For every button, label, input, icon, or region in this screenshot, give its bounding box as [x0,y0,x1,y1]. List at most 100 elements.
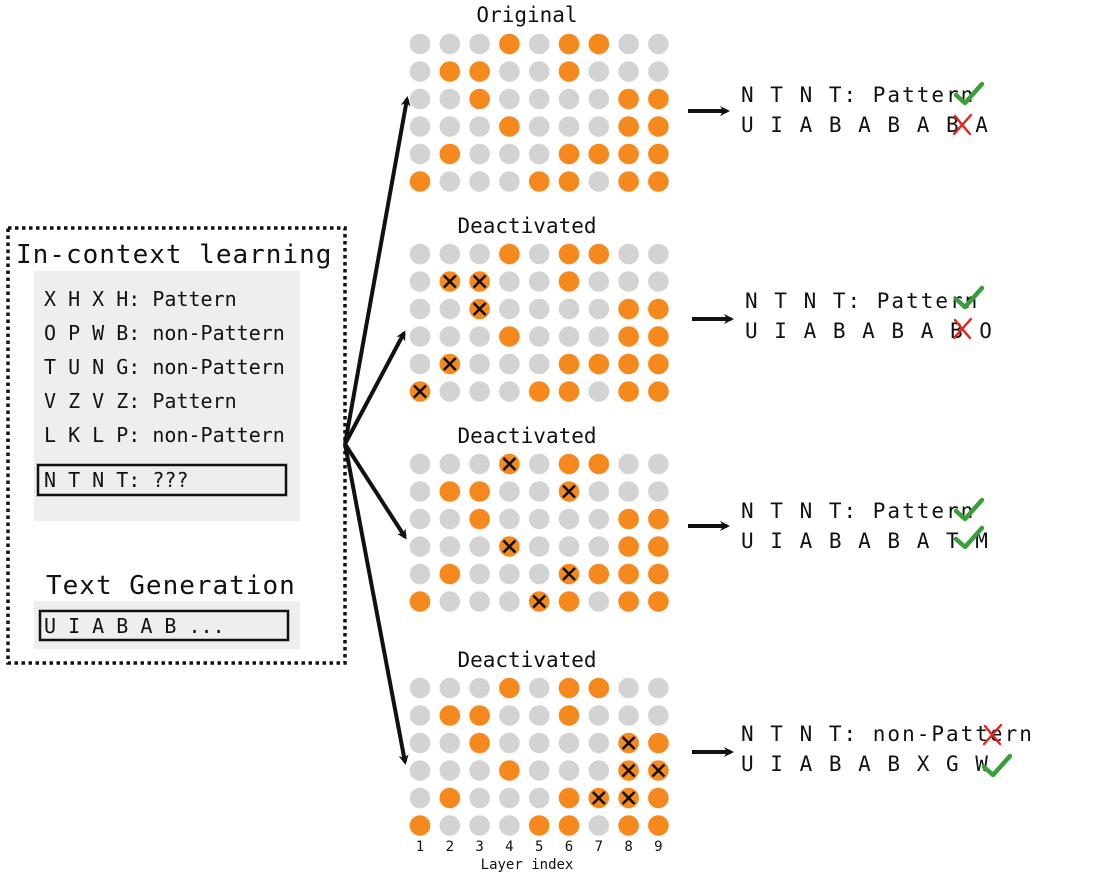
neuron-inactive [588,591,610,612]
neuron-inactive [558,326,580,347]
neuron-inactive [558,536,580,557]
left-panel: In-context learning X H X H: Pattern O P… [6,226,347,665]
neuron-active [469,88,490,110]
neuron-inactive [499,787,520,809]
neuron-inactive [439,591,461,612]
neuron-inactive [618,243,639,265]
neuron-inactive [439,536,461,557]
neuron-active [558,453,580,475]
neuron-inactive [439,88,461,110]
neuron-inactive [469,591,490,612]
neuron-active [499,116,520,137]
layer-tick: 2 [446,839,454,855]
neuron-inactive [588,481,610,502]
neuron-inactive [618,705,639,726]
neuron-inactive [588,326,610,347]
gen-title: Text Generation [46,571,296,601]
neuron-inactive [499,61,520,82]
neuron-active [588,143,610,165]
deactivated-mark [621,791,636,805]
neuron-inactive [469,563,490,585]
arrow-to-deactivated-1 [343,330,406,445]
neuron-active [558,61,580,82]
neuron-inactive [528,760,550,781]
neuron-inactive [618,61,639,82]
neuron-active [469,705,490,726]
neuron-inactive [528,705,550,726]
neuron-inactive [588,271,610,292]
neuron-active [409,591,431,612]
neuron-inactive [499,481,520,502]
cross-icon [982,723,1003,746]
neuron-active [648,143,669,165]
neuron-inactive [499,732,520,754]
neuron-active [409,171,431,192]
neuron-active [618,171,639,192]
neuron-inactive [648,271,669,292]
neuron-inactive [558,508,580,530]
neuron-inactive [588,508,610,530]
neuron-active [439,61,461,82]
neuron-active [439,705,461,726]
output-classification: N T N T: non-Pattern [741,722,1034,746]
layer-tick: 3 [475,839,483,855]
neuron-inactive [648,705,669,726]
neuron-inactive [439,326,461,347]
neuron-inactive [499,298,520,320]
neuron-active [558,171,580,192]
neuron-inactive [499,508,520,530]
neuron-inactive [648,61,669,82]
neuron-inactive [528,88,550,110]
neuron-active [618,88,639,110]
neuron-inactive [499,815,520,836]
neuron-active [588,453,610,475]
panel-title: Original [476,3,577,27]
neuron-inactive [409,536,431,557]
neuron-active [588,33,610,55]
neuron-active [469,481,490,502]
neuron-active [618,298,639,320]
neuron-inactive [499,705,520,726]
neuron-inactive [439,508,461,530]
neuron-inactive [409,353,431,375]
neuron-active [588,243,610,265]
panel-title: Deactivated [457,424,596,448]
neuron-active [618,143,639,165]
neuron-active [648,508,669,530]
neuron-inactive [499,271,520,292]
neuron-inactive [528,243,550,265]
neuron-active [499,760,520,781]
neuron-active [618,536,639,557]
neuron-active [558,381,580,402]
neuron-active [499,677,520,699]
neuron-inactive [469,677,490,699]
neuron-inactive [469,243,490,265]
neuron-active [439,787,461,809]
neuron-inactive [469,171,490,192]
neuron-active [648,787,669,809]
deactivated-mark [502,457,517,471]
layer-tick: 6 [565,839,573,855]
neuron-active [528,381,550,402]
output-generation: U I A B A B A B O [745,319,994,343]
neuron-inactive [469,787,490,809]
neuron-inactive [588,381,610,402]
deactivated-mark [591,791,606,805]
neuron-active [499,243,520,265]
neuron-inactive [588,732,610,754]
neuron-inactive [469,116,490,137]
neuron-inactive [409,481,431,502]
neuron-inactive [588,705,610,726]
check-icon [953,525,985,550]
neuron-active [469,61,490,82]
neuron-active [558,815,580,836]
icl-example: X H X H: Pattern [44,287,237,311]
neuron-inactive [469,353,490,375]
neuron-inactive [618,271,639,292]
neuron-inactive [528,298,550,320]
neuron-inactive [469,815,490,836]
neuron-inactive [499,88,520,110]
icl-query: N T N T: ??? [44,468,189,492]
neuron-inactive [439,815,461,836]
neuron-inactive [439,298,461,320]
